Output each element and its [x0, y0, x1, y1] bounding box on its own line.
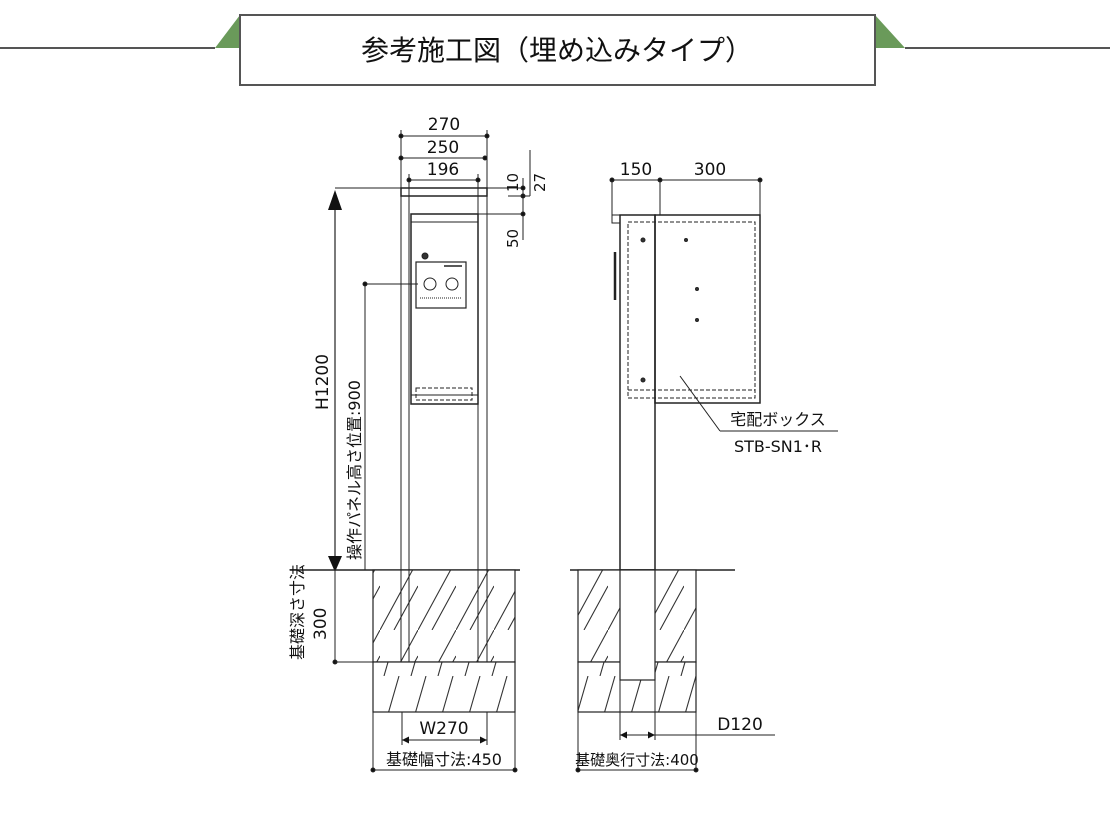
box-label-name: 宅配ボックス: [730, 410, 826, 429]
dim-300: 300: [694, 160, 726, 180]
panel-button-icon: [423, 277, 437, 291]
dim-270: 270: [428, 115, 460, 135]
foundation-width-label: 基礎幅寸法:450: [386, 750, 502, 769]
header-accent-left: [215, 15, 240, 48]
side-post: [619, 214, 656, 571]
width-label: W270: [419, 719, 468, 739]
depth-label: D120: [717, 715, 763, 735]
header: 参考施工図（埋め込みタイプ）: [0, 14, 1110, 86]
title-box: [239, 14, 876, 86]
page-title: 参考施工図（埋め込みタイプ）: [361, 34, 753, 67]
dim-196: 196: [427, 160, 459, 180]
front-door: [410, 213, 479, 405]
control-panel: [415, 261, 467, 309]
side-view: [570, 177, 838, 773]
front-view: [290, 130, 531, 773]
dim-50: 50: [504, 229, 522, 248]
panel-indicator-icon: [421, 252, 429, 260]
dim-150: 150: [620, 160, 652, 180]
dim-h1200: H1200: [313, 354, 333, 410]
foundation-front: [372, 569, 516, 663]
foundation-depth-label: 基礎深さ寸法: [288, 564, 307, 660]
foundation-depth-side-label: 基礎奥行寸法:400: [575, 751, 699, 769]
panel-button-icon: [445, 277, 459, 291]
foundation-depth-value: 300: [311, 608, 331, 640]
gravel-front: [372, 661, 516, 713]
panel-height-label: 操作パネル高さ位置:900: [345, 380, 364, 560]
post-cap: [400, 187, 488, 197]
header-accent-right: [875, 15, 905, 48]
dim-10: 10: [504, 173, 522, 192]
box-interior-dashed: [627, 221, 756, 399]
delivery-box-side: [654, 214, 761, 404]
dim-250: 250: [427, 138, 459, 158]
dim-27: 27: [531, 173, 549, 192]
box-label-model: STB-SN1･R: [734, 437, 822, 456]
front-inner-dashed: [415, 387, 473, 401]
